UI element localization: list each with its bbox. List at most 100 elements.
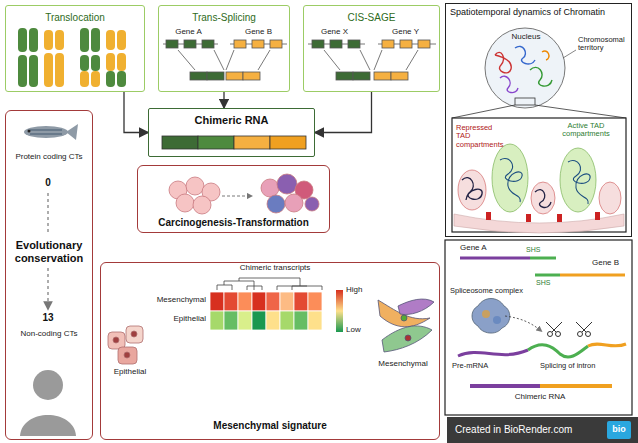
gene-bars-part — [400, 40, 412, 48]
tad-box-part — [599, 182, 621, 214]
gene-bars-part — [226, 72, 243, 80]
gene-bars-part — [324, 50, 418, 70]
node-title: Mesenchymal signature — [213, 420, 326, 432]
arrow-connector — [223, 92, 224, 108]
tad-box-part — [568, 161, 590, 204]
gene-bars-part — [190, 72, 207, 80]
text-label: Pre-mRNA — [452, 362, 502, 370]
gene-bars-part — [166, 40, 178, 48]
biorender-badge — [447, 417, 638, 443]
splicing-panel-part-part — [548, 332, 553, 337]
heatmap-part — [238, 311, 252, 330]
text-label: 13 — [33, 312, 63, 323]
gene-bars-part — [391, 72, 408, 80]
splicing-panel-part — [540, 384, 612, 388]
gene-bars-part — [207, 72, 224, 80]
heatmap-part — [252, 311, 266, 330]
gene-bars-part — [330, 40, 342, 48]
text-label: Low — [346, 326, 374, 335]
cell-clusters-part — [176, 194, 194, 212]
panel-box: Chimeric RNA — [148, 108, 315, 157]
gene-bars-part — [202, 40, 214, 48]
chimeric-bar-part — [162, 136, 198, 149]
text-label: Gene A — [460, 244, 500, 253]
heatmap-part — [294, 292, 308, 311]
text-label: 0 — [38, 177, 58, 188]
splicing-panel-part — [528, 345, 588, 357]
tad-box-part — [535, 190, 551, 208]
human-silhouette-part — [20, 415, 76, 436]
text-label: High — [346, 286, 374, 295]
zebrafish-part — [66, 124, 78, 140]
biorender-badge-part — [607, 421, 631, 439]
text-label: Mesenchymal — [146, 296, 206, 305]
human-silhouette-part — [33, 370, 63, 400]
splicing-panel-part — [560, 274, 625, 277]
color-scale — [336, 290, 343, 332]
text-label: Created in BioRender.com — [455, 424, 605, 435]
arrow-connector — [315, 92, 372, 133]
dendrogram — [217, 278, 322, 290]
splicing-panel-part-part — [546, 322, 562, 332]
text-label: bio — [607, 424, 631, 434]
heatmap-part — [210, 311, 224, 330]
text-label: Spliceosome complex — [450, 287, 530, 295]
chromosomes-part — [106, 53, 115, 71]
splicing-panel-part-part — [586, 332, 591, 337]
chromosomes-part — [18, 55, 27, 87]
tad-box-part — [452, 118, 626, 232]
panel-box: Translocation — [5, 5, 145, 92]
splicing-panel-part-part — [576, 322, 592, 332]
epithelial-cells-part — [126, 326, 143, 343]
epithelial-cells-part — [131, 331, 137, 337]
splicing-panel-part — [505, 316, 540, 330]
text-label: Chimeric RNA — [500, 393, 580, 402]
mesenchymal-cells-part — [382, 326, 432, 352]
text-label: Protein coding CTs — [8, 153, 90, 162]
splicing-panel-part — [470, 384, 540, 388]
chromosomes-part — [29, 55, 38, 87]
splicing-panel-part — [445, 240, 632, 415]
cell-clusters-part — [261, 179, 279, 197]
heatmap-part — [294, 311, 308, 330]
gene-bars-part — [178, 50, 270, 70]
text-label: Gene X — [312, 28, 357, 37]
splicing-panel-part — [460, 257, 530, 260]
node-title: Evolutionary conservation — [10, 239, 88, 264]
chromosomes-part — [44, 53, 53, 87]
node-title: CIS-SAGE — [348, 12, 396, 24]
chromosomes-part — [117, 30, 126, 50]
text-label: Chimeric transcripts — [220, 264, 330, 273]
heatmap-part — [224, 292, 238, 311]
tad-box — [452, 118, 626, 233]
nucleus-part — [485, 28, 565, 108]
gene-bars-part — [382, 40, 394, 48]
nucleus-part — [495, 52, 511, 73]
gene-bars-part — [353, 72, 370, 80]
text-label: Epithelial — [146, 315, 206, 324]
chimeric-bar — [162, 136, 306, 149]
nucleus-part — [515, 98, 535, 105]
panel-box: Mesenchymal signature — [100, 262, 440, 440]
splicing-panel-part — [576, 322, 592, 337]
chromosomes-part — [91, 55, 100, 71]
chimeric-bar-part — [234, 136, 270, 149]
gene-bars-part — [252, 40, 264, 48]
gene-bars-part — [348, 40, 360, 48]
tad-box-part — [458, 170, 486, 210]
cell-clusters-part — [193, 196, 211, 214]
splicing-panel-part — [530, 257, 556, 260]
splicing-panel-part — [482, 310, 490, 318]
gene-bars-part — [270, 40, 282, 48]
splicing-panel — [445, 240, 632, 415]
heatmap-part — [308, 311, 322, 330]
splicing-panel-part — [472, 299, 510, 334]
dashed-arrow-part — [47, 193, 48, 232]
chromosomes-part — [117, 71, 126, 87]
chromosomes-part — [29, 28, 38, 52]
epithelial-cells-part — [108, 332, 125, 349]
text-label: Gene B — [236, 28, 281, 37]
tad-box-part — [486, 212, 491, 220]
gene-bars-part — [243, 72, 260, 80]
tad-box-part — [595, 212, 600, 220]
